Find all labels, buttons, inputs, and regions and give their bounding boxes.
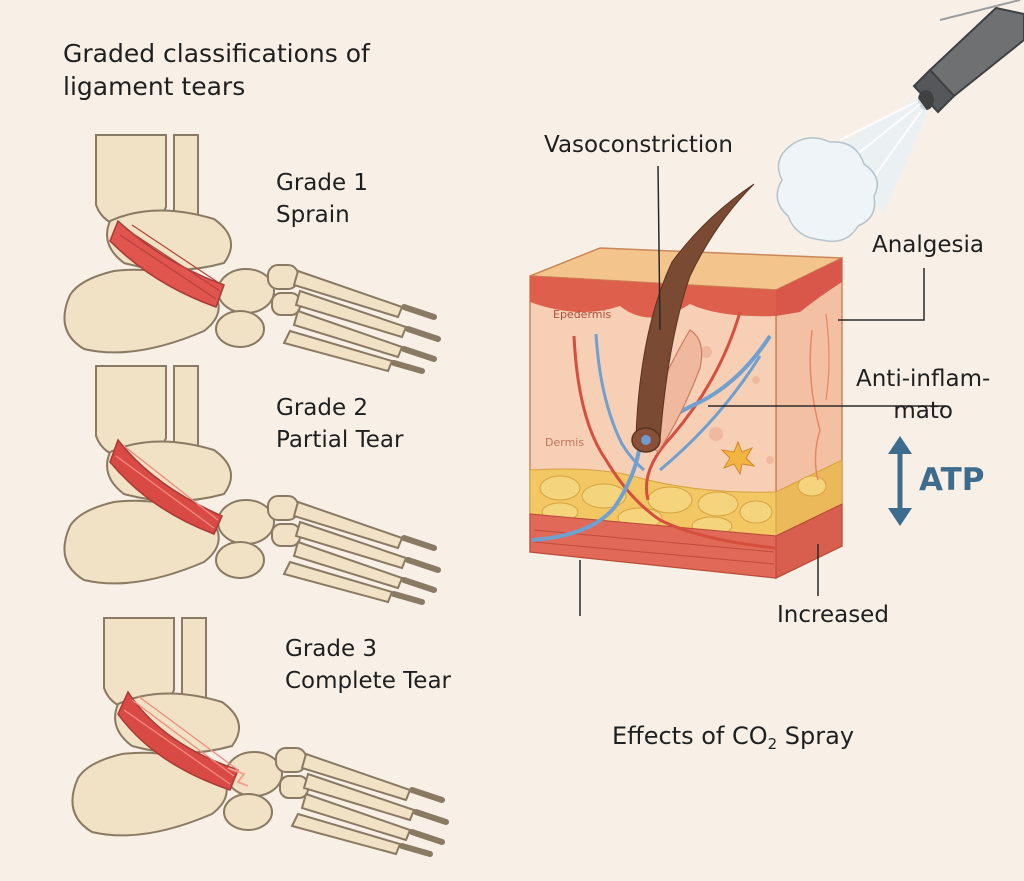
grade-3-label: Grade 3 Complete Tear	[285, 634, 451, 697]
grade-2-ligament	[109, 438, 223, 535]
grade-3-foot	[72, 618, 446, 854]
caption-prefix: Effects of CO	[612, 722, 768, 750]
grade-2-desc: Partial Tear	[276, 426, 404, 453]
grade-3-name: Grade 3	[285, 636, 378, 662]
anti-inflammatory-label: Anti-inflam- mato	[856, 364, 990, 427]
grade-1-foot	[64, 135, 438, 371]
grade-1-desc: Sprain	[276, 201, 350, 228]
epidermis-label: Epedermis	[553, 308, 612, 321]
hair-shaft	[635, 183, 755, 441]
anti-inflammatory-line-1: Anti-inflam-	[856, 366, 991, 392]
vasoconstriction-leader	[657, 165, 661, 331]
atp-label: ATP	[919, 462, 985, 498]
title-line-2: ligament tears	[63, 71, 246, 101]
grade-2-label: Grade 2 Partial Tear	[276, 393, 403, 456]
caption-suffix: Spray	[777, 722, 855, 750]
analgesia-label: Analgesia	[872, 232, 985, 258]
anti-inflammatory-line-2: mato	[893, 397, 953, 424]
caption-subscript: 2	[767, 735, 778, 753]
grade-1-name: Grade 1	[276, 170, 369, 196]
grade-1-ligament	[109, 219, 225, 308]
co2-spray-nozzle	[912, 0, 1024, 114]
caption: Effects of CO2 Spray	[612, 722, 854, 753]
atp-double-arrow-icon	[888, 436, 912, 526]
grade-1-label: Grade 1 Sprain	[276, 168, 368, 231]
dermis-label: Dermis	[545, 436, 585, 449]
artery	[572, 335, 777, 550]
analgesia-leader	[838, 268, 925, 321]
diagram-title: Graded classifications of ligament tears	[63, 38, 370, 103]
title-line-1: Graded classifications of	[63, 39, 370, 68]
skin-cross-section	[529, 183, 843, 580]
vasoconstriction-label: Vasoconstriction	[544, 132, 733, 158]
grade-3-desc: Complete Tear	[285, 667, 451, 694]
grade-2-foot	[64, 366, 438, 602]
increased-label: Increased	[777, 602, 889, 628]
co2-spray-cloud	[776, 98, 928, 243]
grade-3-ligament	[117, 690, 249, 791]
inflammation-star-icon	[720, 440, 756, 476]
grade-2-name: Grade 2	[276, 395, 369, 421]
